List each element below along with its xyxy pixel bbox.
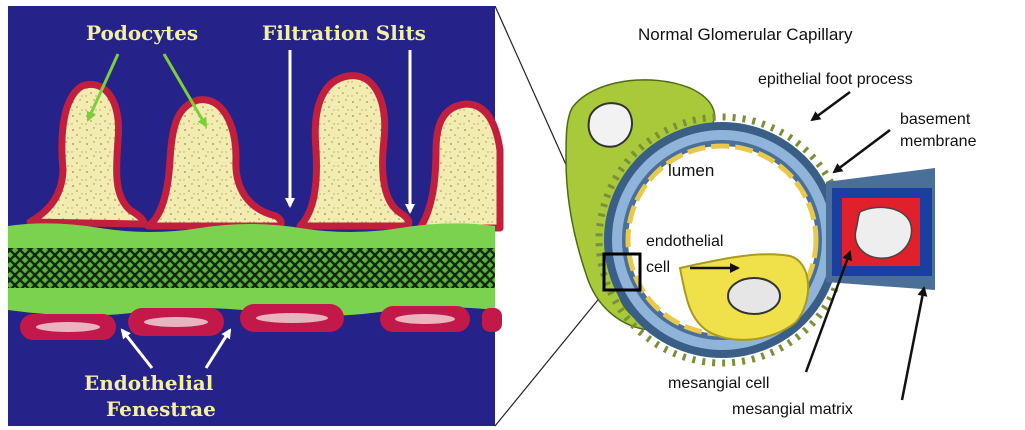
zoom-connector-line: [495, 290, 606, 426]
left-panel: Podocytes Filtration Slits Endothelial F…: [8, 6, 502, 426]
basement-label: basement: [900, 111, 971, 128]
membrane-label: membrane: [900, 133, 977, 150]
fenestrae-label: Fenestrae: [106, 397, 216, 421]
endothelial-nucleus: [256, 313, 328, 323]
lumen-label: lumen: [668, 161, 714, 180]
basement-membrane-arrow: [834, 130, 890, 172]
epithelial-foot-process-label: epithelial foot process: [758, 71, 913, 88]
basement-membrane: [8, 223, 495, 316]
filtration-slits-label: Filtration Slits: [262, 21, 426, 45]
right-panel: Normal Glomerular Capillary epithelial f…: [566, 25, 977, 418]
mesangial-matrix-label: mesangial matrix: [732, 401, 853, 418]
diagram-title: Normal Glomerular Capillary: [638, 25, 853, 44]
epithelial-nucleus: [589, 103, 632, 147]
endothelial-nucleus: [728, 278, 780, 314]
mesangial-cell-label: mesangial cell: [668, 375, 769, 392]
endothelial-nucleus: [36, 322, 100, 332]
endothelial-nucleus: [144, 317, 208, 327]
epithelial-foot-process-arrow: [812, 92, 850, 120]
endothelial-cell: [482, 308, 502, 332]
podocytes-label: Podocytes: [86, 21, 198, 45]
basement-membrane-dark-layer: [8, 248, 495, 292]
endothelial-nucleus: [395, 314, 455, 324]
mesangial-nucleus: [855, 207, 911, 258]
endothelial-label: endothelial: [646, 233, 723, 250]
endothelial-label: Endothelial: [84, 371, 214, 395]
mesangial-matrix-arrow: [902, 288, 924, 400]
cell-label: cell: [646, 259, 670, 276]
